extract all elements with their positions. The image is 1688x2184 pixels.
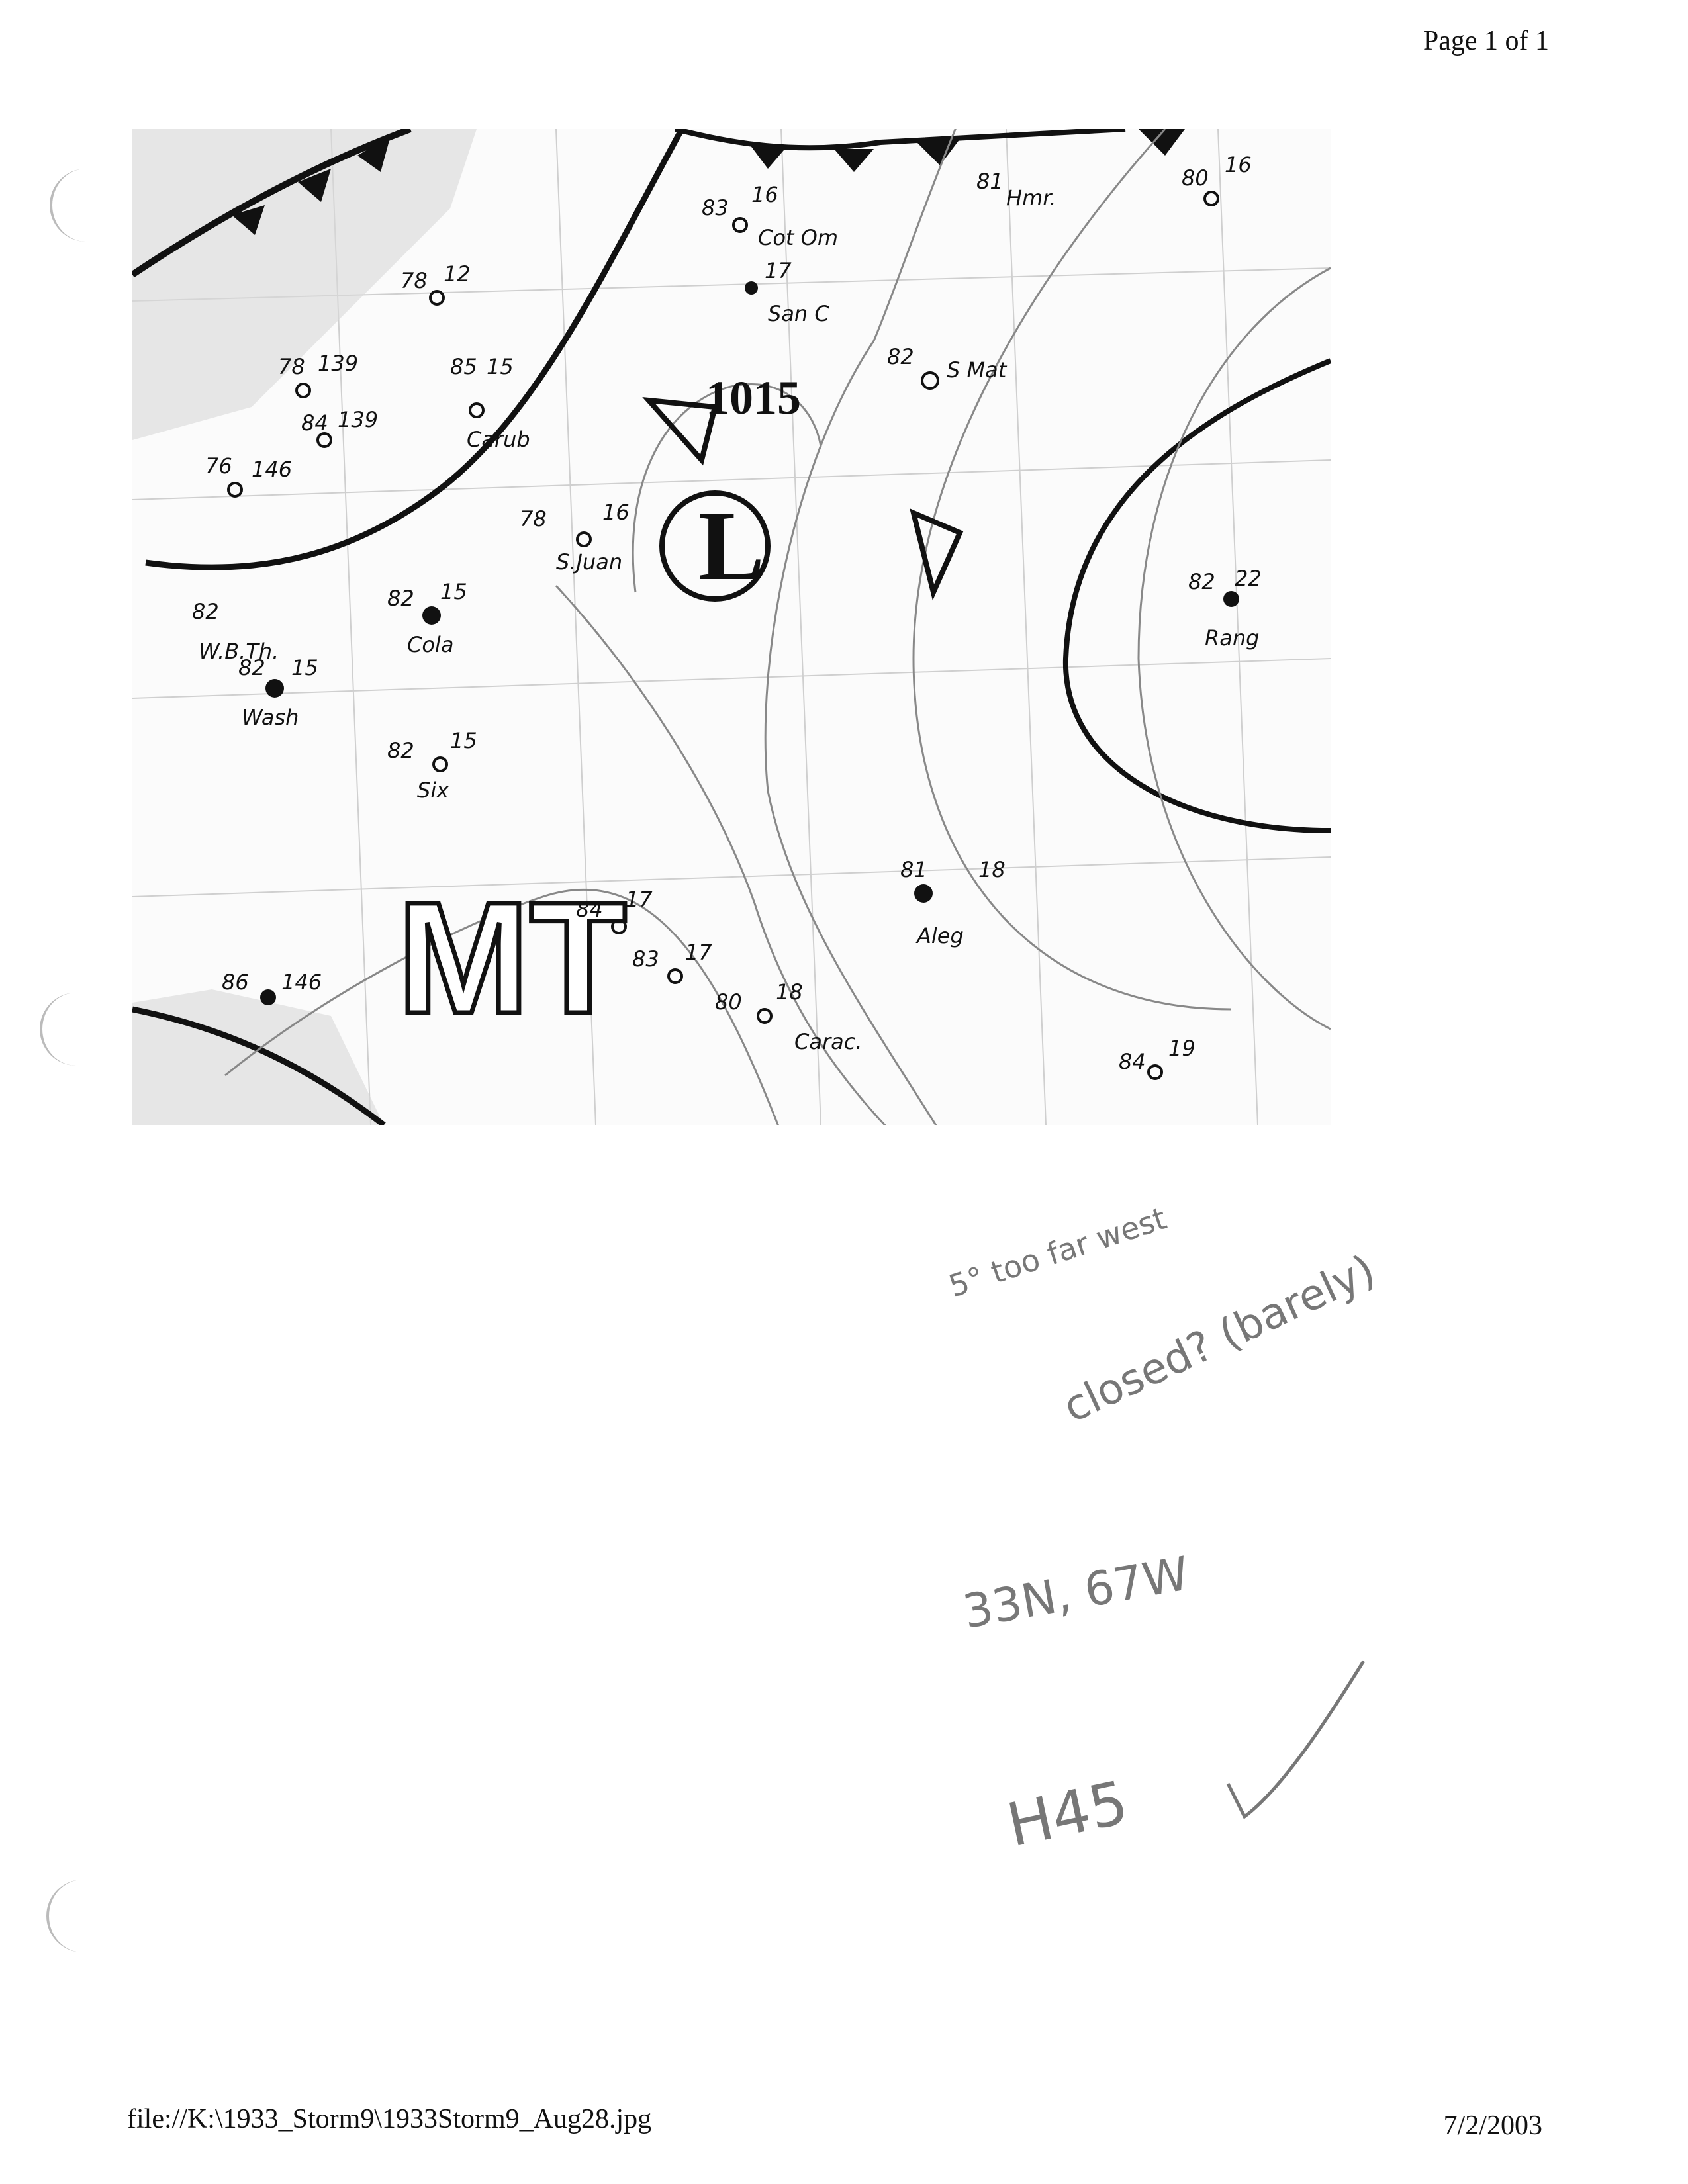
svg-text:12: 12 [444, 261, 471, 287]
station-plot: 17 San C [745, 258, 829, 326]
svg-text:82: 82 [387, 586, 414, 611]
isobar-southwest [132, 1006, 386, 1125]
note-too-far-west: 5° too far west [945, 1201, 1171, 1304]
station-plots: 83 16 Cot Om 17 San C 82 S Mat 85 15 Carub… [192, 152, 1262, 1080]
station-plot: 81 18 Aleg [900, 857, 1006, 948]
svg-text:Rang: Rang [1205, 625, 1259, 651]
svg-text:83: 83 [632, 946, 659, 972]
svg-text:Six: Six [417, 778, 449, 803]
note-hurricane-code: H45 [1002, 1768, 1134, 1861]
note-closed-barely: closed? (barely) [1056, 1246, 1382, 1432]
front-barbs-northwest [232, 136, 391, 235]
station-plot: 83 17 [632, 940, 712, 984]
svg-text:Cola: Cola [407, 632, 453, 657]
low-pressure-center: L 1015 [642, 371, 964, 602]
note-position: 33N, 67W [959, 1546, 1193, 1639]
svg-text:15: 15 [487, 354, 514, 379]
svg-text:15: 15 [291, 655, 318, 680]
low-symbol: L [698, 491, 765, 601]
punch-hole-bottom [46, 1880, 109, 1952]
svg-text:16: 16 [1225, 152, 1252, 177]
svg-text:82: 82 [387, 738, 414, 763]
svg-text:84: 84 [1119, 1049, 1146, 1074]
svg-text:84: 84 [301, 410, 328, 435]
svg-text:Cot Om: Cot Om [758, 225, 838, 250]
svg-text:Carub: Carub [467, 427, 530, 452]
svg-text:139: 139 [318, 351, 358, 376]
svg-text:82: 82 [887, 344, 914, 369]
station-plot: 84 19 [1119, 1036, 1196, 1080]
svg-text:82: 82 [192, 599, 219, 624]
svg-text:16: 16 [602, 500, 630, 525]
svg-text:19: 19 [1168, 1036, 1196, 1061]
svg-text:18: 18 [776, 979, 803, 1005]
svg-text:82: 82 [1188, 569, 1215, 594]
svg-text:Hmr.: Hmr. [1006, 185, 1056, 210]
station-plot: 82 W.B.Th. [192, 599, 279, 664]
footer-file-path: file://K:\1933_Storm9\1933Storm9_Aug28.j… [127, 2104, 652, 2134]
station-plot: 83 16 Cot Om [702, 182, 838, 250]
station-plot: 82 S Mat [887, 344, 1008, 390]
isobar-east [1062, 358, 1331, 833]
station-plot: 80 18 Carac. [715, 979, 862, 1054]
station-plot: 84 139 [301, 407, 378, 448]
station-plot: 82 15 Six [387, 728, 477, 803]
svg-text:22: 22 [1235, 566, 1262, 591]
svg-text:16: 16 [751, 182, 778, 207]
station-plot: 85 15 Carub [450, 354, 530, 452]
station-plot: 84 17 [576, 887, 653, 934]
station-plot: 78 16 S.Juan [520, 500, 630, 574]
svg-text:17: 17 [685, 940, 712, 965]
svg-text:81: 81 [900, 857, 927, 882]
svg-text:139: 139 [338, 407, 378, 432]
svg-text:78: 78 [520, 506, 547, 531]
svg-text:81: 81 [976, 169, 1004, 194]
svg-text:W.B.Th.: W.B.Th. [199, 639, 279, 664]
svg-text:S.Juan: S.Juan [556, 549, 622, 574]
svg-text:17: 17 [765, 258, 792, 283]
svg-text:85: 85 [450, 354, 477, 379]
svg-text:15: 15 [440, 579, 467, 604]
svg-text:78: 78 [400, 268, 428, 293]
svg-text:146: 146 [252, 457, 292, 482]
svg-text:Carac.: Carac. [794, 1029, 862, 1054]
svg-text:80: 80 [715, 989, 742, 1015]
station-plot: 82 15 Cola [387, 579, 467, 657]
svg-text:Aleg: Aleg [915, 923, 964, 948]
svg-text:86: 86 [222, 970, 249, 995]
station-plot: 78 139 [278, 351, 358, 398]
isobar-main [145, 129, 684, 570]
svg-text:82: 82 [238, 655, 265, 680]
svg-text:18: 18 [978, 857, 1006, 882]
svg-text:84: 84 [576, 897, 603, 922]
svg-text:80: 80 [1182, 165, 1209, 191]
svg-text:78: 78 [278, 354, 305, 379]
svg-text:17: 17 [626, 887, 653, 912]
station-plot: 86 146 [222, 970, 322, 1005]
page-number-header: Page 1 of 1 [1423, 26, 1549, 56]
station-plot: 81 Hmr. [976, 169, 1056, 210]
punch-hole-top [50, 169, 112, 242]
pressure-label-1015: 1015 [706, 371, 801, 424]
svg-text:83: 83 [702, 195, 729, 220]
svg-text:146: 146 [281, 970, 322, 995]
svg-text:76: 76 [205, 453, 232, 478]
station-plot: 82 15 Wash [238, 655, 318, 730]
footer-date: 7/2/2003 [1443, 2111, 1542, 2141]
svg-text:S Mat: S Mat [947, 357, 1008, 383]
station-plot: 80 16 [1182, 152, 1252, 206]
svg-text:Wash: Wash [242, 705, 299, 730]
station-plot: 82 22 Rang [1188, 566, 1262, 651]
airmass-label: MT [397, 869, 627, 1046]
svg-text:San C: San C [768, 301, 829, 326]
checkmark-icon [1226, 1660, 1366, 1819]
station-plot: 78 12 [400, 261, 471, 306]
weather-map: L 1015 MT 83 16 Cot Om 17 San C 82 S Mat [132, 129, 1331, 1125]
svg-text:15: 15 [450, 728, 477, 753]
station-plot: 76 146 [205, 453, 292, 498]
punch-hole-middle [40, 993, 102, 1066]
cold-front-northwest [132, 129, 412, 278]
pencil-streamlines [224, 129, 1331, 1125]
